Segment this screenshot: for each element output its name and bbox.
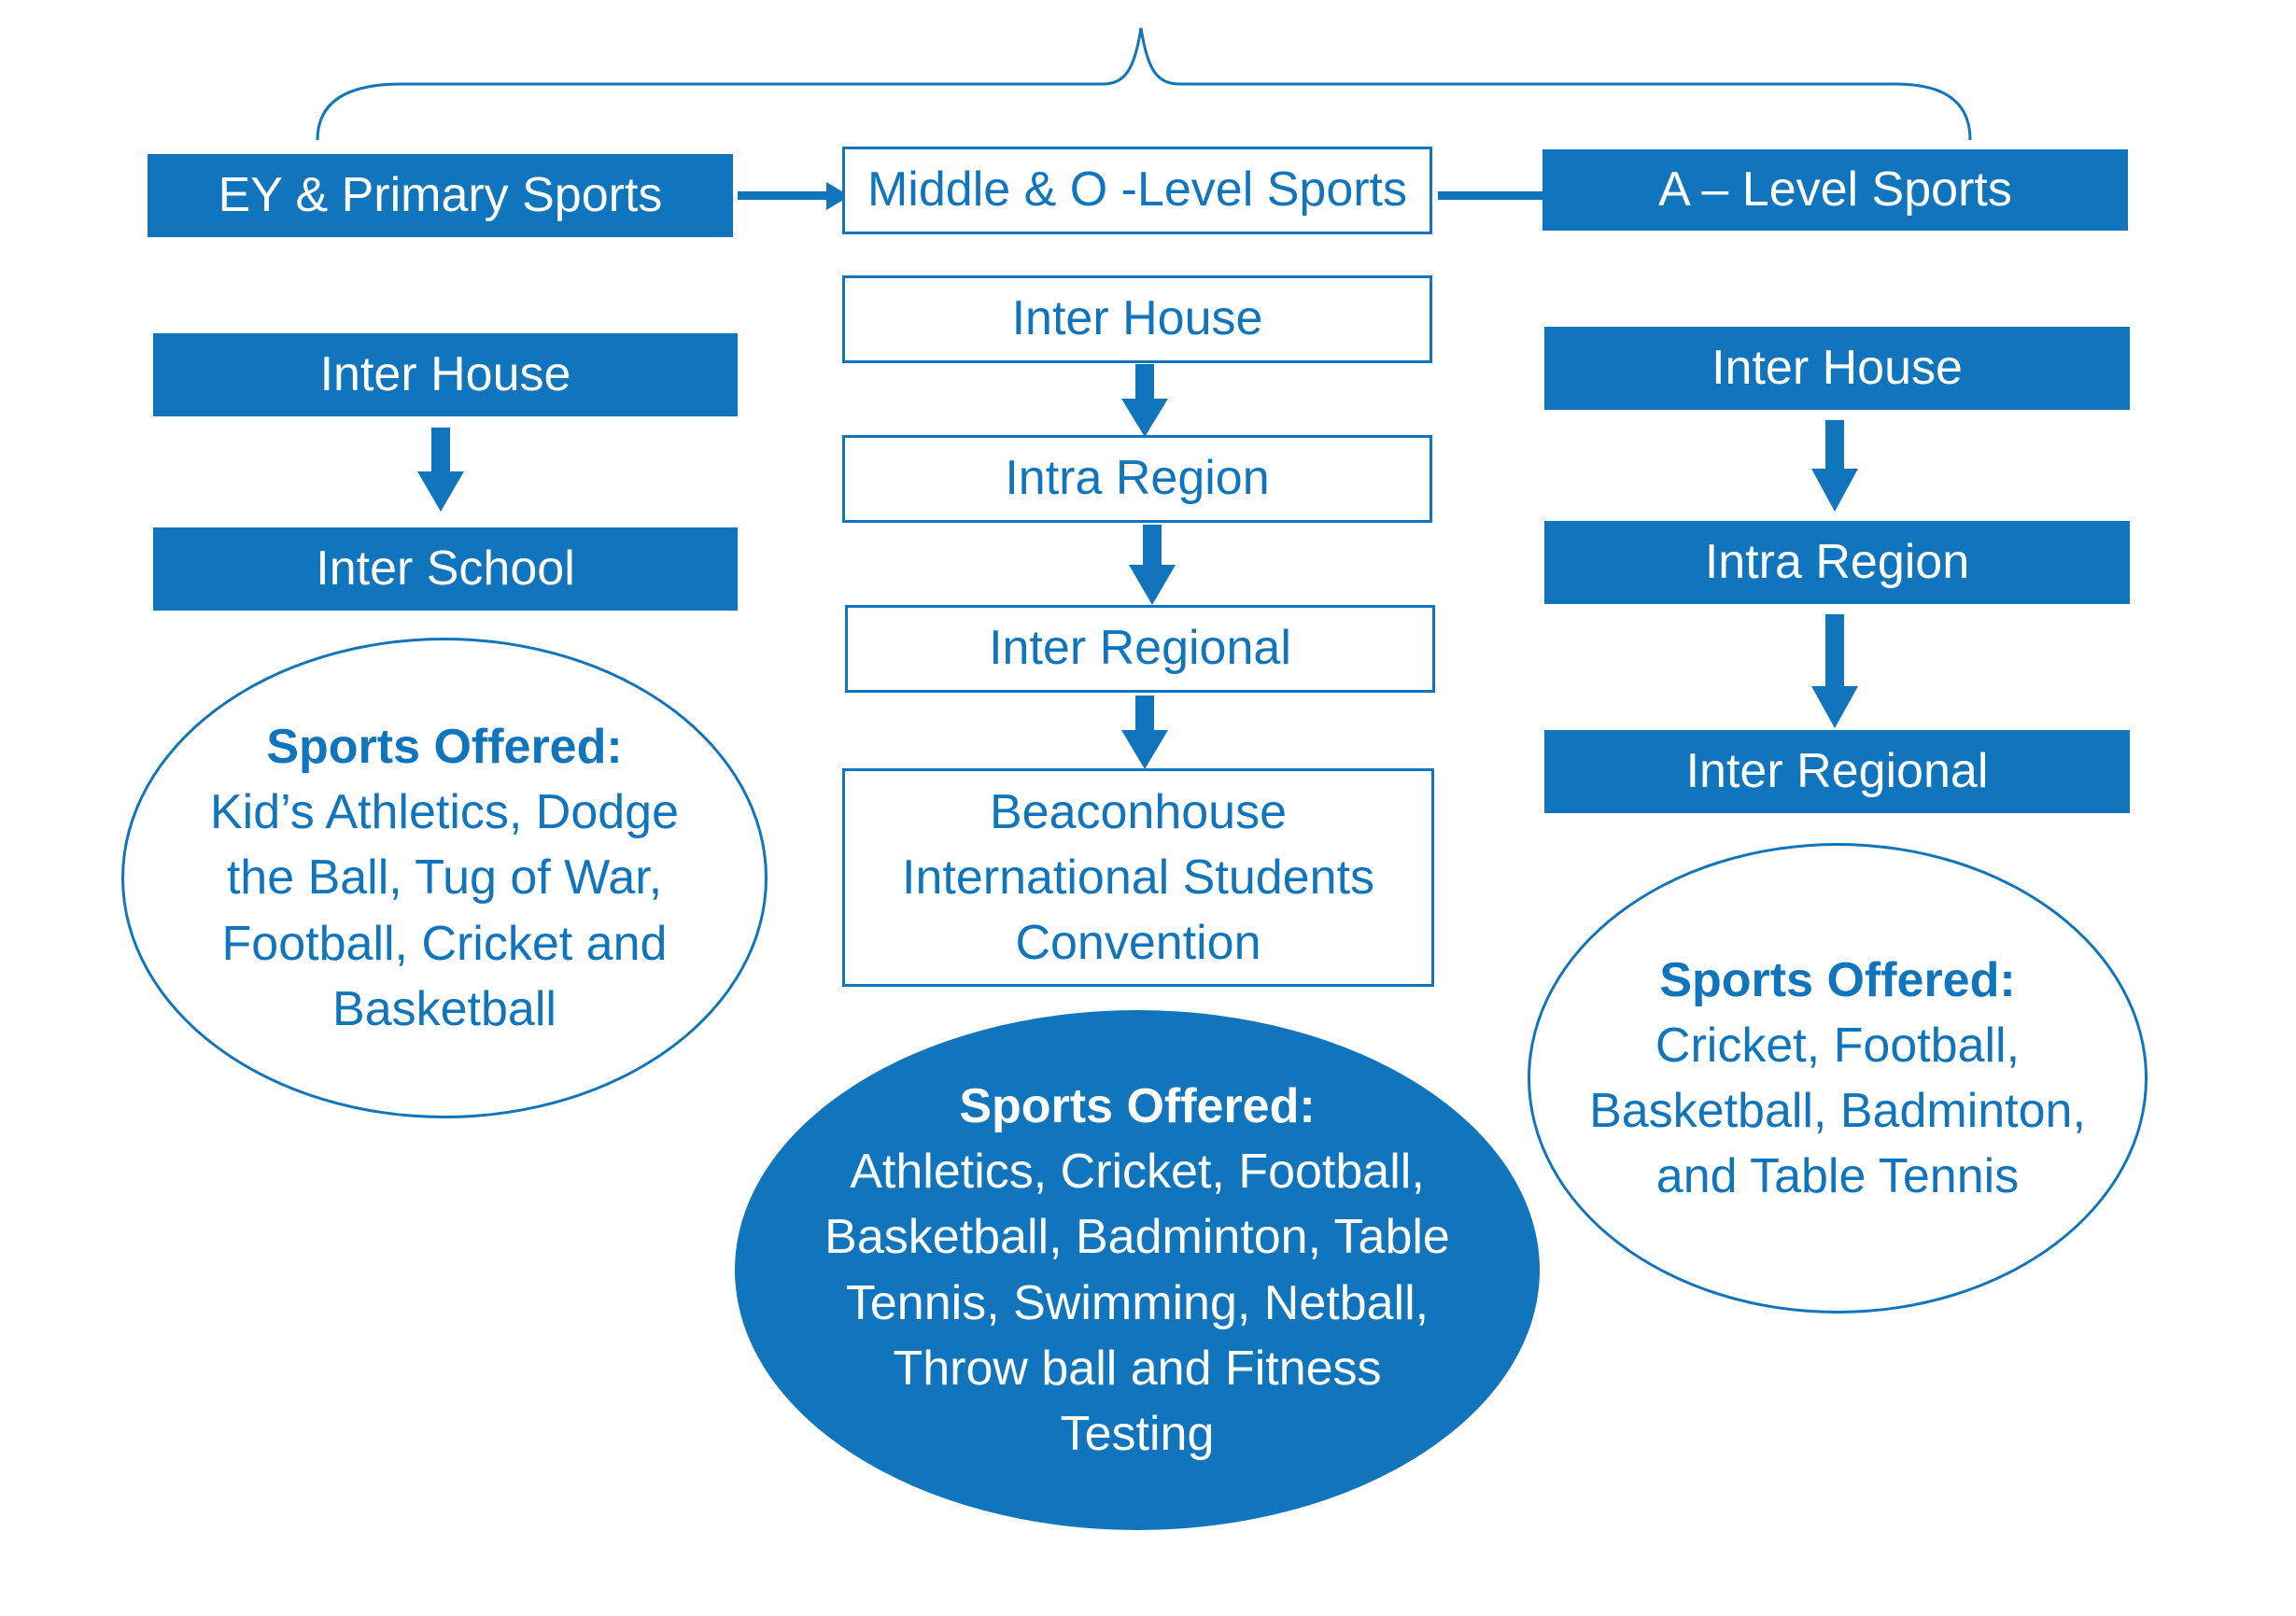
sports-line: the Ball, Tug of War, [226,850,663,906]
sports-line: Basketball, Badminton, Table [824,1210,1450,1265]
sports-line: Cricket, Football, [1655,1018,2021,1073]
sports-line: Football, Cricket and [221,916,668,971]
arrow-primary-to-middle [738,182,850,210]
alevel-stage-intra-region: Intra Region [1544,521,2130,604]
sports-line: Athletics, Cricket, Football, [850,1145,1425,1200]
sports-line: Tennis, Swimming, Netball, [845,1275,1430,1330]
middle-stage-intra-region: Intra Region [842,435,1432,523]
sports-heading: Sports Offered: [959,1078,1316,1133]
sports-heading: Sports Offered: [266,720,623,775]
arrow-middle-down-3 [1121,696,1168,769]
stage-label: Intra Region [1704,534,1970,589]
convention-line: International Students [902,850,1374,905]
middle-title-box: Middle & O -Level Sports [842,147,1432,234]
primary-stage-inter-school: Inter School [153,527,738,611]
sports-line: Throw ball and Fitness [893,1341,1382,1396]
sports-line: Basketball [332,981,556,1036]
stage-label: Inter House [319,346,571,401]
alevel-stage-inter-regional: Inter Regional [1544,730,2130,813]
alevel-title: A – Level Sports [1658,162,2012,217]
middle-stage-inter-regional: Inter Regional [845,605,1435,693]
arrow-primary-down-1 [417,428,464,512]
convention-line: Beaconhouse [989,784,1288,839]
stage-label: Inter Regional [989,621,1291,676]
middle-title: Middle & O -Level Sports [866,162,1408,218]
sports-line: and Table Tennis [1655,1149,2020,1204]
primary-title: EY & Primary Sports [218,167,663,222]
alevel-stage-inter-house: Inter House [1544,327,2130,410]
arrow-alevel-down-2 [1811,614,1858,728]
stage-label: Inter House [1711,340,1963,395]
primary-title-box: EY & Primary Sports [148,154,733,237]
alevel-title-box: A – Level Sports [1542,149,2128,231]
primary-sports-offered: Sports Offered: Kid’s Athletics, Dodge t… [121,638,768,1118]
convention-line: Convention [1015,916,1261,971]
arrow-middle-down-2 [1129,525,1176,605]
middle-sports-offered: Sports Offered: Athletics, Cricket, Foot… [735,1010,1540,1530]
top-brace [316,27,1972,141]
middle-stage-inter-house: Inter House [842,275,1432,363]
arrow-middle-down-1 [1121,364,1168,437]
middle-stage-convention: Beaconhouse International Students Conve… [842,768,1434,987]
sports-heading: Sports Offered: [1659,952,2016,1007]
arrow-alevel-down-1 [1811,420,1858,512]
stage-label: Inter House [1011,291,1263,346]
stage-label: Inter Regional [1685,743,1989,798]
stage-label: Intra Region [1005,451,1270,506]
sports-line: Testing [1060,1406,1215,1461]
sports-line: Kid’s Athletics, Dodge [210,785,679,840]
primary-stage-inter-house: Inter House [153,333,738,416]
stage-label: Inter School [316,541,575,596]
alevel-sports-offered: Sports Offered: Cricket, Football, Baske… [1528,843,2148,1314]
sports-line: Basketball, Badminton, [1589,1084,2086,1138]
